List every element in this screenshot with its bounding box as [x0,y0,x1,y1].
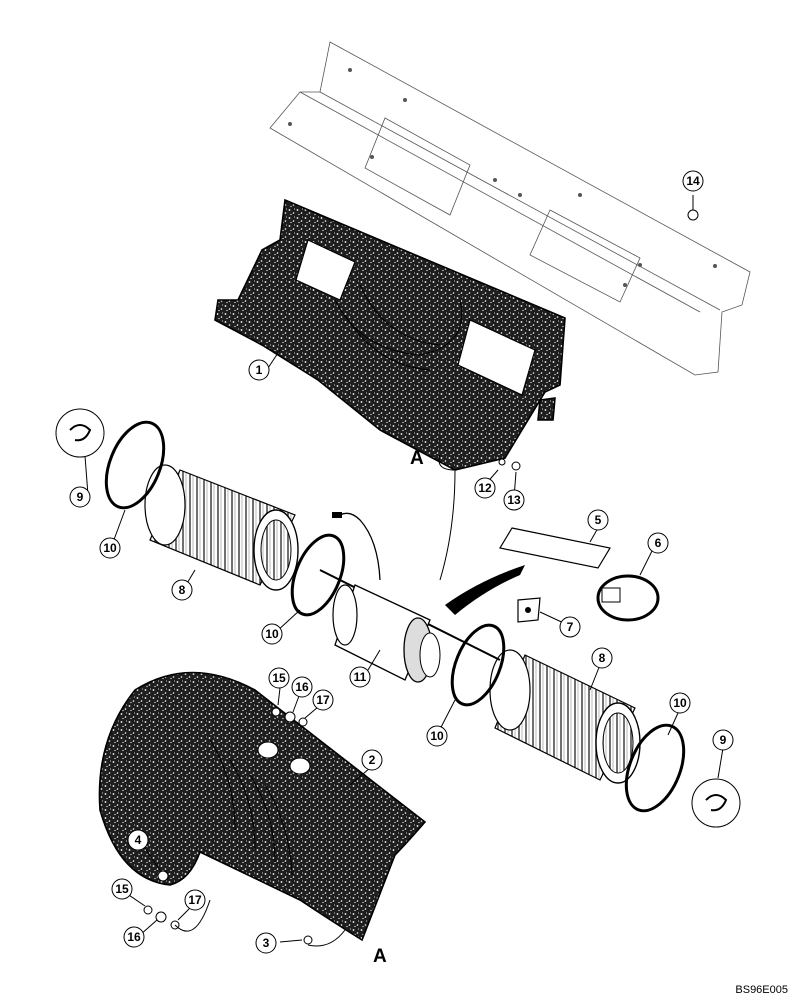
svg-text:16: 16 [295,680,309,694]
callout-8: 8 [591,647,613,669]
svg-text:8: 8 [179,583,186,597]
leader-lines [84,195,724,947]
hose-clamp-part-6 [596,574,660,622]
svg-text:5: 5 [595,513,602,527]
blower-motor-part-11 [319,512,501,683]
callout-13: 13 [503,489,525,511]
svg-text:17: 17 [316,693,330,707]
svg-text:9: 9 [77,490,84,504]
curved-arrow [445,565,525,615]
svg-text:7: 7 [567,620,574,634]
callout-4: 4 [127,829,149,851]
svg-text:2: 2 [369,753,376,767]
callout-5: 5 [587,509,609,531]
callout-3: 3 [255,932,277,954]
svg-text:15: 15 [115,882,129,896]
blower-wheel-right [489,649,641,784]
callout-11: 11 [349,666,371,688]
svg-text:6: 6 [655,536,662,550]
svg-text:14: 14 [686,174,700,188]
svg-text:10: 10 [103,541,117,555]
mounting-bracket [269,41,751,376]
svg-text:17: 17 [188,893,202,907]
svg-text:16: 16 [127,930,141,944]
svg-text:10: 10 [673,696,687,710]
svg-text:11: 11 [354,670,367,684]
svg-text:15: 15 [272,671,286,685]
reference-letter-a-upper: A [410,448,424,469]
callout-17: 17 [312,689,334,711]
svg-text:10: 10 [265,627,279,641]
callout-6: 6 [647,532,669,554]
callout-17: 17 [184,889,206,911]
callout-8: 8 [171,579,193,601]
callout-16: 16 [123,926,145,948]
clip-part-9 [55,408,741,828]
lower-housing-part-2 [98,671,427,942]
svg-text:3: 3 [263,936,270,950]
callout-10: 10 [99,537,121,559]
callout-15: 15 [111,878,133,900]
callout-2: 2 [361,749,383,771]
retaining-rings [104,420,686,813]
callout-9: 9 [712,729,734,751]
fasteners [143,707,313,945]
callout-10: 10 [669,692,691,714]
callout-16: 16 [291,676,313,698]
svg-text:8: 8 [599,651,606,665]
svg-text:13: 13 [507,493,521,507]
svg-text:9: 9 [720,733,727,747]
figure-code: BS96E005 [735,984,788,996]
svg-text:12: 12 [478,481,492,495]
callout-9: 9 [69,486,91,508]
blower-wheel-left [144,464,299,591]
screw-and-washer-12-13 [498,458,521,471]
callout-14: 14 [682,170,704,192]
callout-7: 7 [559,616,581,638]
foam-pad-part-5 [499,527,611,569]
callout-10: 10 [426,725,448,747]
svg-text:1: 1 [256,363,263,377]
callout-12: 12 [474,477,496,499]
callout-1: 1 [248,359,270,381]
callout-15: 15 [268,667,290,689]
reference-letter-a-lower: A [373,946,387,967]
bracket-part-7 [517,597,541,623]
svg-text:4: 4 [135,833,142,847]
nut-part-14 [687,209,699,221]
svg-text:10: 10 [430,729,444,743]
callout-10: 10 [261,623,283,645]
upper-housing-part-1 [214,198,566,471]
